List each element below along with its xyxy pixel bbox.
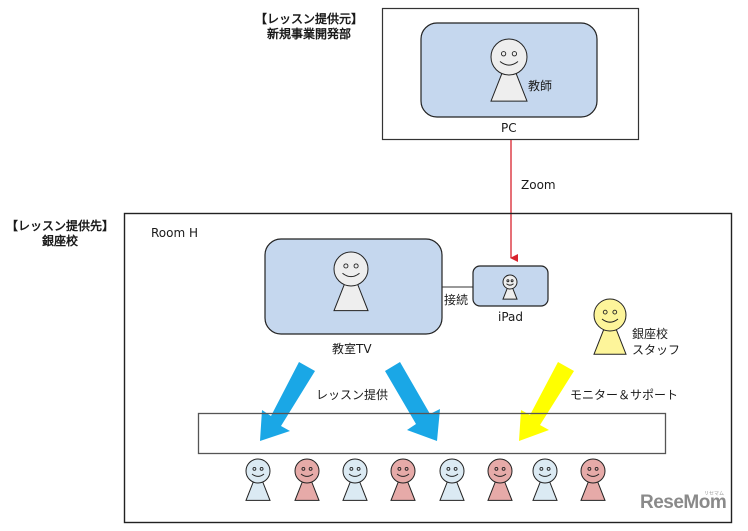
tv-label: 教室TV bbox=[332, 342, 372, 356]
person-eye bbox=[594, 466, 599, 471]
person-eye bbox=[602, 309, 608, 315]
person-head bbox=[580, 458, 606, 484]
person-eye bbox=[587, 466, 592, 471]
person-eye bbox=[397, 466, 402, 471]
person-eye bbox=[349, 466, 354, 471]
lesson-label: レッスン提供 bbox=[316, 388, 389, 402]
person-smile bbox=[300, 473, 314, 477]
recipient-label: 【レッスン提供先】 銀座校 bbox=[6, 219, 114, 249]
room-label: Room H bbox=[151, 226, 199, 240]
person-eye bbox=[259, 466, 264, 471]
person-head bbox=[342, 458, 368, 484]
person-eye bbox=[252, 466, 257, 471]
person-eye bbox=[506, 279, 510, 283]
teacher-person-icon bbox=[490, 38, 528, 102]
watermark-sub: リセマム bbox=[704, 491, 725, 497]
student-area bbox=[197, 412, 667, 455]
student-person-icon bbox=[342, 458, 368, 501]
support-label: モニター＆サポート bbox=[570, 388, 679, 402]
person-head bbox=[490, 38, 528, 76]
person-body bbox=[294, 480, 320, 501]
student-person-icon bbox=[439, 458, 465, 501]
tv-teacher-person-icon bbox=[333, 251, 369, 312]
person-smile bbox=[499, 61, 519, 66]
support-arrow bbox=[519, 362, 574, 441]
person-smile bbox=[348, 473, 362, 477]
person-eye bbox=[453, 466, 458, 471]
person-body bbox=[439, 480, 465, 501]
ipad-teacher-person-icon bbox=[502, 274, 518, 300]
person-eye bbox=[343, 263, 349, 269]
person-head bbox=[487, 458, 513, 484]
person-eye bbox=[446, 466, 451, 471]
recipient-label-line1: 【レッスン提供先】 bbox=[6, 219, 115, 233]
student-person-icon bbox=[532, 458, 558, 501]
person-eye bbox=[494, 466, 499, 471]
person-body bbox=[593, 327, 627, 355]
lesson-arrow-left bbox=[260, 362, 315, 441]
link-label: 接続 bbox=[444, 293, 469, 307]
provider-label-line1: 【レッスン提供元】 bbox=[255, 12, 364, 26]
person-body bbox=[487, 480, 513, 501]
staff-label-line2: スタッフ bbox=[632, 343, 681, 357]
person-head bbox=[532, 458, 558, 484]
person-body bbox=[390, 480, 416, 501]
person-eye bbox=[353, 263, 359, 269]
person-head bbox=[245, 458, 271, 484]
student-person-icon bbox=[487, 458, 513, 501]
room-h-frame bbox=[123, 212, 733, 524]
person-eye bbox=[301, 466, 306, 471]
person-smile bbox=[251, 473, 265, 477]
provider-label: 【レッスン提供元】 新規事業開発部 bbox=[255, 12, 363, 42]
staff-label-line1: 銀座校 bbox=[632, 327, 669, 341]
students-row bbox=[245, 458, 606, 501]
person-smile bbox=[601, 318, 619, 323]
person-eye bbox=[500, 51, 507, 57]
person-eye bbox=[546, 466, 551, 471]
person-body bbox=[342, 480, 368, 501]
person-eye bbox=[356, 466, 361, 471]
person-head bbox=[593, 298, 627, 332]
person-eye bbox=[501, 466, 506, 471]
provider-label-line2: 新規事業開発部 bbox=[267, 27, 352, 41]
person-eye bbox=[511, 51, 518, 57]
recipient-label-line2: 銀座校 bbox=[42, 234, 79, 248]
person-body bbox=[245, 480, 271, 501]
person-smile bbox=[506, 283, 514, 286]
person-smile bbox=[538, 473, 552, 477]
person-smile bbox=[396, 473, 410, 477]
student-person-icon bbox=[294, 458, 320, 501]
person-head bbox=[333, 251, 369, 287]
student-person-icon bbox=[580, 458, 606, 501]
pc-label: PC bbox=[501, 121, 517, 135]
student-person-icon bbox=[245, 458, 271, 501]
student-person-icon bbox=[390, 458, 416, 501]
person-eye bbox=[308, 466, 313, 471]
person-head bbox=[439, 458, 465, 484]
person-smile bbox=[586, 473, 600, 477]
teacher-label: 教師 bbox=[528, 79, 553, 93]
person-eye bbox=[539, 466, 544, 471]
person-eye bbox=[404, 466, 409, 471]
lesson-arrow-right bbox=[385, 362, 440, 441]
ipad-label: iPad bbox=[498, 310, 524, 324]
watermark-logo: ReseMom bbox=[640, 492, 727, 513]
person-body bbox=[580, 480, 606, 501]
person-eye bbox=[510, 279, 514, 283]
person-head bbox=[502, 274, 518, 290]
zoom-label: Zoom bbox=[521, 178, 556, 192]
staff-person-icon bbox=[593, 298, 627, 355]
person-body bbox=[532, 480, 558, 501]
person-smile bbox=[493, 473, 507, 477]
person-smile bbox=[342, 272, 360, 278]
person-head bbox=[390, 458, 416, 484]
staff-label: 銀座校 スタッフ bbox=[632, 326, 680, 358]
person-head bbox=[294, 458, 320, 484]
person-eye bbox=[612, 309, 618, 315]
person-smile bbox=[445, 473, 459, 477]
